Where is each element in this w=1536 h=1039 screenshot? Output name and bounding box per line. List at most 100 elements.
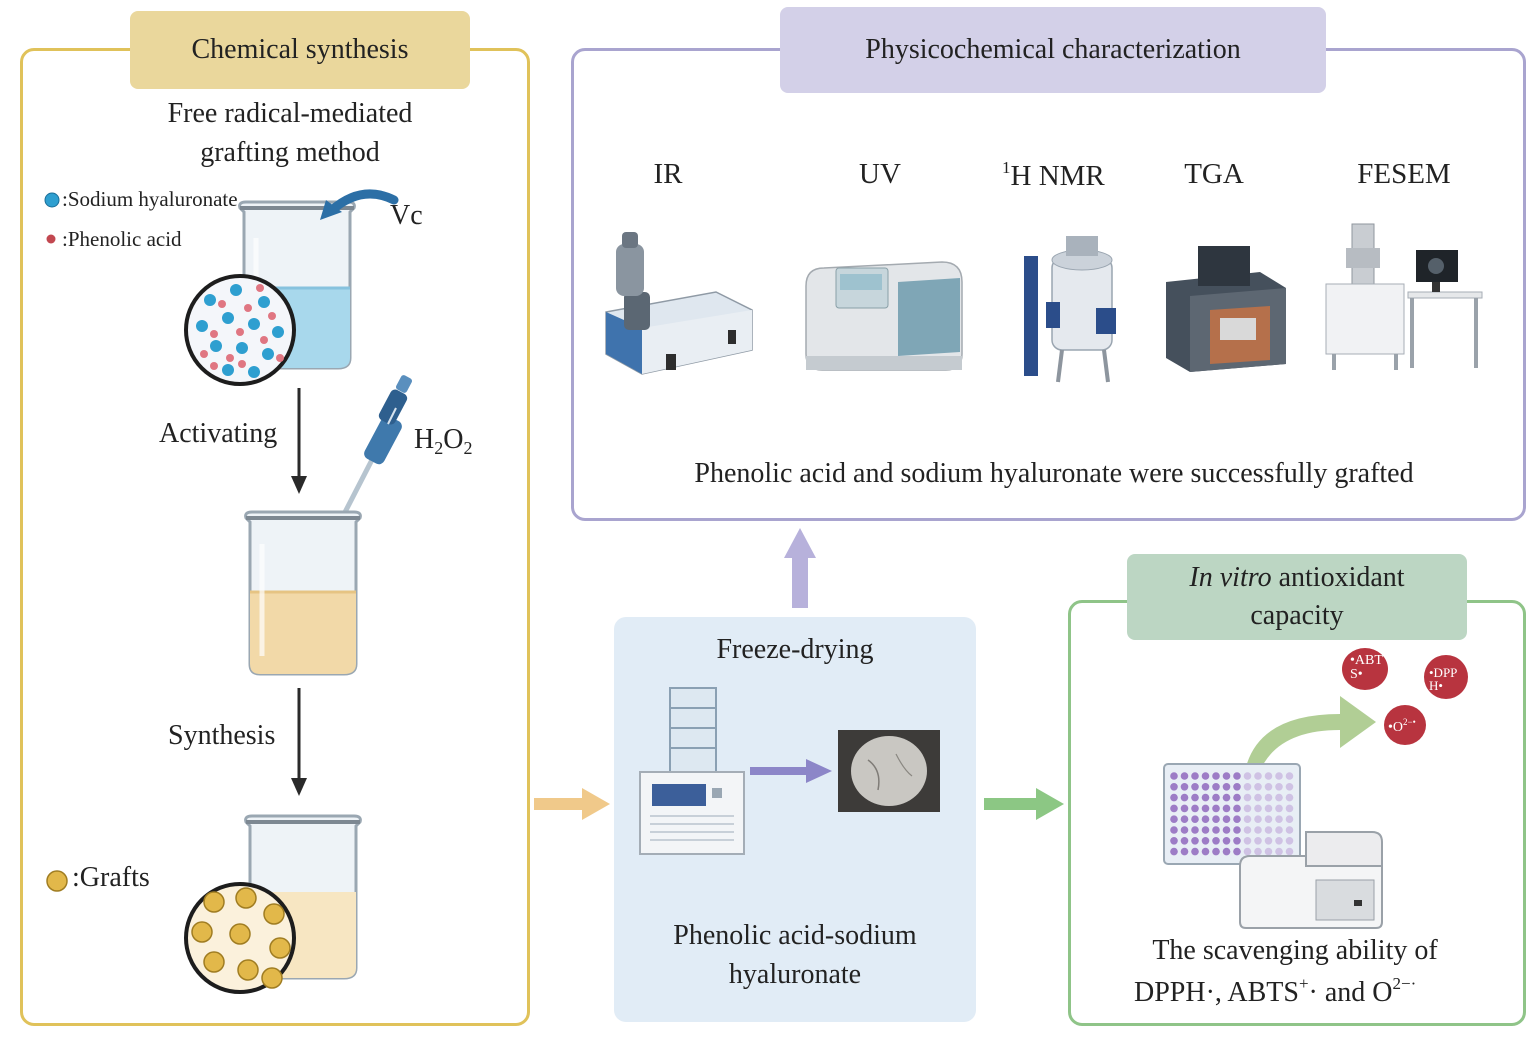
microplate-well xyxy=(1264,826,1273,834)
freeze-dryer-icon xyxy=(639,687,745,855)
microplate-well xyxy=(1201,837,1210,845)
vc-label: Vc xyxy=(390,200,423,231)
method-line-1: Free radical-mediated xyxy=(167,98,413,129)
characterization-conclusion: Phenolic acid and sodium hyaluronate wer… xyxy=(694,458,1414,489)
microplate-well xyxy=(1254,815,1262,823)
microplate-well xyxy=(1254,783,1262,791)
physicochemical-tag: Physicochemical characterization xyxy=(780,7,1326,93)
microplate-well xyxy=(1222,804,1231,813)
microplate-well xyxy=(1233,783,1241,791)
microplate-well xyxy=(1264,847,1273,856)
nmr-label: H NMR xyxy=(1010,160,1105,192)
microplate-icon xyxy=(1163,763,1301,865)
microplate-well xyxy=(1285,793,1294,802)
technique-fesem: FESEM xyxy=(1357,158,1451,190)
microplate-well xyxy=(1275,804,1283,813)
microplate-well xyxy=(1233,847,1241,856)
activating-arrow xyxy=(291,388,307,494)
microplate-well xyxy=(1212,783,1220,791)
microplate-well xyxy=(1212,847,1220,856)
scavenging-line-2: DPPH·, ABTS+· and O2−· xyxy=(1134,974,1416,1009)
scavenging-arrow xyxy=(1244,696,1376,776)
microplate-well xyxy=(1201,793,1210,802)
plate-reader-icon xyxy=(1239,831,1383,929)
microplate-well xyxy=(1180,783,1189,791)
microplate-well xyxy=(1222,837,1231,845)
microplate-well xyxy=(1180,826,1189,834)
microplate-well xyxy=(1233,815,1241,823)
abts-line-2: S• xyxy=(1350,667,1363,682)
microplate-well xyxy=(1243,837,1252,845)
microplate-well xyxy=(1275,837,1283,845)
chemical-synthesis-tag: Chemical synthesis xyxy=(130,11,470,89)
chemical-synthesis-title: Chemical synthesis xyxy=(191,34,409,65)
scavenging-line-1: The scavenging ability of xyxy=(1152,935,1438,966)
microplate-well xyxy=(1285,815,1294,823)
technique-tga: TGA xyxy=(1184,158,1244,190)
microplate-well xyxy=(1170,826,1178,834)
microplate-well xyxy=(1275,847,1283,856)
microplate-well xyxy=(1285,783,1294,791)
microplate-well xyxy=(1170,772,1178,780)
microplate-well xyxy=(1170,837,1178,845)
microplate-well xyxy=(1170,783,1178,791)
microplate-well xyxy=(1264,772,1273,780)
freeze-to-antioxidant-arrow xyxy=(984,788,1064,820)
microplate-well xyxy=(1201,783,1210,791)
microplate-well xyxy=(1254,793,1262,802)
microplate-well xyxy=(1170,804,1178,813)
microplate-well xyxy=(1191,793,1199,802)
microplate-well xyxy=(1243,793,1252,802)
dpph-radical-text: •DPP H• xyxy=(1429,666,1457,692)
grafts-label: :Grafts xyxy=(72,862,150,893)
superoxide-radical-icon xyxy=(1384,705,1426,745)
pipette-icon xyxy=(338,375,412,523)
microplate-well xyxy=(1222,772,1231,780)
activated-beaker-icon xyxy=(244,510,362,676)
dpph-radical-icon xyxy=(1424,655,1468,699)
microplate-well xyxy=(1243,783,1252,791)
microplate-well xyxy=(1264,815,1273,823)
h2o2-h: H xyxy=(414,424,435,455)
microplate-well xyxy=(1275,826,1283,834)
fesem-microscope-icon xyxy=(1325,223,1483,370)
dpph-line-1: •DPP xyxy=(1429,665,1458,680)
microplate-well xyxy=(1180,847,1189,856)
synthesis-label: Synthesis xyxy=(168,720,276,751)
synthesis-arrow xyxy=(291,688,307,796)
microplate-well xyxy=(1191,826,1199,834)
freeze-to-characterization-arrow xyxy=(784,528,816,608)
microplate-well xyxy=(1254,804,1262,813)
microplate-well xyxy=(1222,826,1231,834)
grafts-zoom-circle xyxy=(184,882,296,994)
microplate-well xyxy=(1264,783,1273,791)
scavenging-and-o: · and O xyxy=(1308,977,1393,1008)
microplate-well xyxy=(1233,826,1241,834)
microplate-well xyxy=(1275,772,1283,780)
technique-ir: IR xyxy=(653,158,683,190)
product-line-1: Phenolic acid-sodium xyxy=(673,920,917,951)
microplate-well xyxy=(1285,837,1294,845)
o2-superscript: 2−· xyxy=(1392,974,1417,993)
microplate-well xyxy=(1285,847,1294,856)
microplate-well xyxy=(1170,847,1178,856)
microplate-well xyxy=(1275,815,1283,823)
o2-sup: 2−• xyxy=(1403,717,1416,727)
microplate-well xyxy=(1243,847,1252,856)
microplate-well xyxy=(1243,826,1252,834)
h2o2-sub-2a: 2 xyxy=(434,438,444,458)
h2o2-label: H2O2 xyxy=(414,424,472,459)
abts-superscript: + xyxy=(1298,974,1309,993)
microplate-well xyxy=(1212,826,1220,834)
in-vitro-italic: In vitro xyxy=(1189,562,1272,593)
microplate-well xyxy=(1222,793,1231,802)
microplate-well xyxy=(1180,837,1189,845)
technique-nmr: 1H NMR xyxy=(1002,158,1105,193)
microplate-well xyxy=(1285,772,1294,780)
scavenging-dpph-abts: DPPH·, ABTS xyxy=(1134,977,1299,1008)
microplate-well xyxy=(1233,772,1241,780)
phenolic-acid-legend-dot xyxy=(46,234,56,244)
antioxidant-tag-line-2: capacity xyxy=(1250,600,1344,631)
microplate-well xyxy=(1254,826,1262,834)
microplate-well xyxy=(1201,847,1210,856)
